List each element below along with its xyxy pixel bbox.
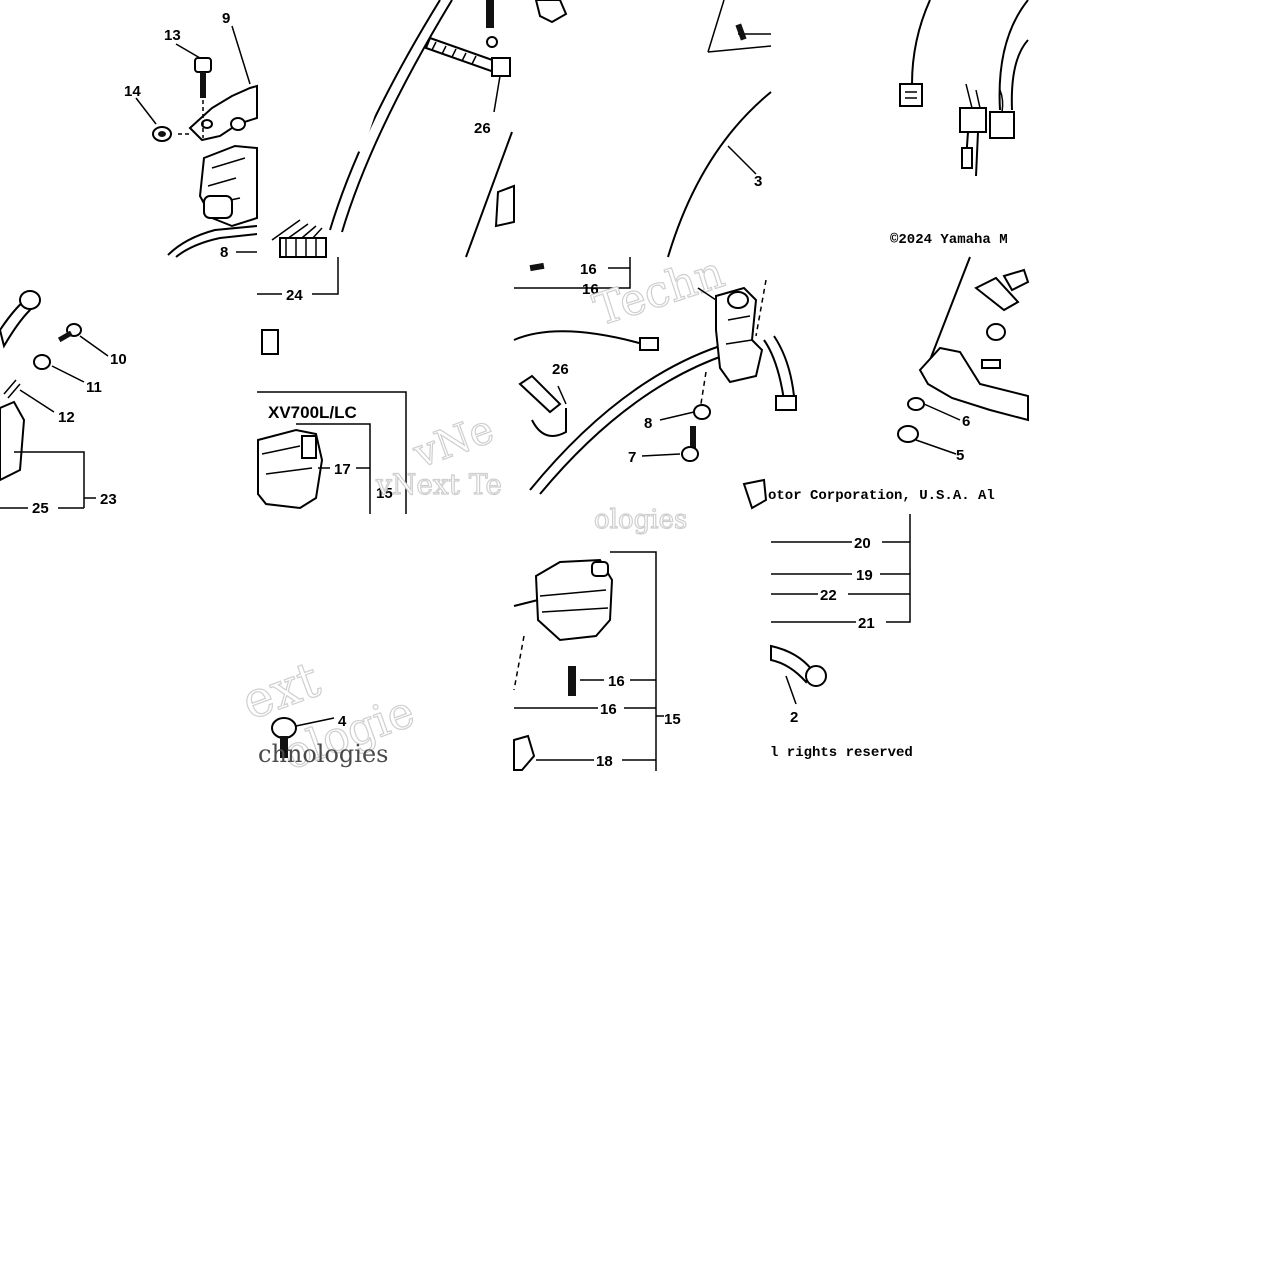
callout-12: 12 — [58, 409, 75, 426]
washer-11-part — [33, 354, 51, 370]
callout-23: 23 — [100, 491, 117, 508]
copyright-part2: otor Corporation, U.S.A. Al — [768, 488, 995, 504]
coupler-right-part — [959, 83, 1015, 177]
copyright-part1: ©2024 Yamaha M — [890, 232, 1008, 248]
copyright-part3: l rights reserved — [770, 745, 913, 761]
callout-24: 24 — [286, 287, 303, 304]
switch-17-part — [257, 428, 324, 510]
callout-3: 3 — [754, 173, 762, 190]
callout-19: 19 — [856, 567, 873, 584]
callout-22: 22 — [820, 587, 837, 604]
callout-6: 6 — [962, 413, 970, 430]
tile-handlebar-lever-left: 13 9 14 8 — [124, 10, 258, 261]
lever-2-part — [770, 644, 827, 687]
watermark-1: Techn — [588, 247, 731, 337]
screw-10-part — [57, 323, 82, 343]
callout-5: 5 — [956, 447, 964, 464]
tile-lever-callouts: 20 19 22 21 2 l rights reserved — [770, 514, 913, 761]
callout-15b: 15 — [664, 711, 681, 728]
model-label: XV700L/LC — [268, 403, 357, 422]
tile-screw-4: ext ologie 4 chnologies — [234, 650, 422, 781]
tile-clutch-lever: 10 11 12 25 23 — [0, 290, 127, 517]
watermark-7: chnologies — [258, 740, 389, 768]
screw-12-part — [3, 379, 21, 399]
tile-front-brake-master: 16 16 Techn 26 8 7 — [513, 246, 797, 536]
cable-band-26-part — [424, 36, 511, 77]
callout-17: 17 — [334, 461, 351, 478]
bracket-26-part — [518, 374, 567, 437]
callout-8a: 8 — [220, 244, 228, 261]
tile-xv700-switch: XV700L/LC 17 15 vNext Te vNe — [257, 329, 503, 514]
master-cylinder-part — [715, 286, 764, 384]
callout-26b: 26 — [552, 361, 569, 378]
callout-14: 14 — [124, 83, 141, 100]
callout-2: 2 — [790, 709, 798, 726]
callout-16b: 16 — [582, 281, 599, 298]
wire-harness-connector-part — [271, 219, 327, 258]
callout-26a: 26 — [474, 120, 491, 137]
callout-11: 11 — [86, 379, 102, 396]
callout-13: 13 — [164, 27, 181, 44]
bolt-13-part — [194, 57, 212, 98]
watermark-4: ologies — [594, 505, 687, 535]
tile-right-switch: 16 16 15 18 — [513, 551, 681, 771]
callout-4: 4 — [338, 713, 347, 730]
callout-10: 10 — [110, 351, 127, 368]
callout-25: 25 — [32, 500, 49, 517]
tile-front-brake-lever: 6 5 otor Corporation, U.S.A. Al — [768, 256, 1030, 504]
callout-8b: 8 — [644, 415, 652, 432]
callout-21: 21 — [858, 615, 875, 632]
tile-wire-and-band: 26 24 — [257, 0, 515, 304]
nut-14-part — [152, 126, 172, 142]
callout-20: 20 — [854, 535, 871, 552]
callout-9: 9 — [222, 10, 230, 27]
callout-16c: 16 — [608, 673, 625, 690]
watermark-3: vNext Te — [375, 468, 502, 501]
callout-15a: 15 — [376, 485, 393, 502]
callout-16a: 16 — [580, 261, 597, 278]
right-switch-housing-part — [513, 558, 614, 642]
tile-cable-upper: 3 — [534, 0, 772, 258]
callout-7: 7 — [628, 449, 636, 466]
callout-16d: 16 — [600, 701, 617, 718]
screw-4-part — [271, 717, 297, 758]
callout-18: 18 — [596, 753, 613, 770]
tile-connectors: ©2024 Yamaha M — [890, 0, 1029, 248]
coupler-left-part — [899, 83, 923, 107]
